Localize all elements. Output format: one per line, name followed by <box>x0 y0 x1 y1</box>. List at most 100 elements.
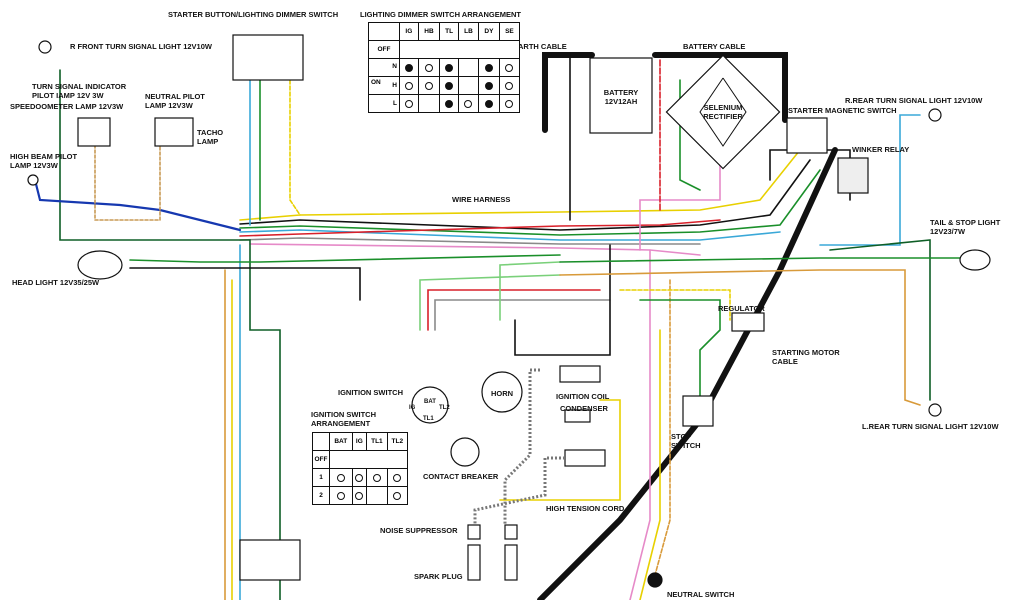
wire-headlight-green <box>129 254 561 263</box>
horn <box>481 371 523 413</box>
contact-dot <box>404 81 413 90</box>
wire-neutral-dashed <box>654 279 671 576</box>
contact-dot <box>484 63 493 72</box>
high-beam-lamp <box>27 174 39 186</box>
high-tension-cord <box>503 368 540 525</box>
turn-indicator-label: TURN SIGNAL INDICATOR PILOT IAMP 12V 3W <box>32 82 127 100</box>
battery-cable <box>652 52 788 123</box>
spark-plug-1 <box>467 544 481 581</box>
wire-stop-yellow <box>639 329 661 600</box>
contact-dot <box>445 99 454 108</box>
contact-dot <box>505 99 514 108</box>
ignition-coil-1 <box>559 365 601 383</box>
rectifier-diodes <box>699 77 747 147</box>
harness-wire-black <box>239 159 811 231</box>
ignition-switch-label: IGNITION SWITCH <box>338 388 403 397</box>
ignition-arrangement-table: BAT IG TL1 TL2 OFF 1 2 <box>312 432 409 505</box>
winker-relay-label: WINKER RELAY <box>852 145 910 154</box>
contact-dot <box>445 81 454 90</box>
dimmer-col-dy: DY <box>478 22 500 41</box>
spark-plug-label: SPARK PLUG <box>414 572 463 581</box>
earth-cable <box>542 52 595 133</box>
tail-stop-light <box>959 249 991 271</box>
dimmer-col-ig: IG <box>399 22 419 41</box>
neutral-switch-label: NEUTRAL SWITCH <box>667 590 735 599</box>
high-tension-cord-2 <box>473 456 565 525</box>
l-rear-turn-label: L.REAR TURN SIGNAL LIGHT 12V10W <box>862 422 999 431</box>
wire-coil-black <box>514 244 611 356</box>
lower-switch-box <box>239 539 301 581</box>
wire-front-dark-green <box>59 69 281 600</box>
ign-terminal-tl2: TL2 <box>439 405 450 411</box>
ignition-switch <box>411 386 449 424</box>
harness-wire-blue <box>239 229 781 241</box>
high-beam-label: HIGH BEAM PILOT LAMP 12V3W <box>10 152 78 170</box>
regulator <box>731 312 765 332</box>
dimmer-row-off: OFF <box>368 40 400 59</box>
selenium-rectifier <box>665 54 781 170</box>
wire-ign-gray <box>434 299 611 331</box>
harness-wire-red <box>239 219 721 237</box>
wire-rear-dark-green <box>829 239 931 401</box>
contact-dot <box>336 491 345 500</box>
ign-col-ig: IG <box>351 432 368 451</box>
contact-dot <box>505 63 514 72</box>
head-light-label: HEAD LIGHT 12V35/25W <box>12 278 100 287</box>
horn-label: HORN <box>491 389 514 398</box>
lighting-dimmer-arrangement-label: LIGHTING DIMMER SWITCH ARRANGEMENT <box>360 10 521 19</box>
contact-breaker-label: CONTACT BREAKER <box>423 472 499 481</box>
neutral-pilot-label: NEUTRAL PILOT LAMP 12V3W <box>145 92 205 110</box>
harness-wire-pink <box>249 243 701 256</box>
wire-rear-light-blue <box>819 114 921 246</box>
ign-row-1: 1 <box>312 468 330 487</box>
contact-dot <box>445 63 454 72</box>
tacho-label: TACHO LAMP <box>197 128 224 146</box>
noise-suppressor-label: NOISE SUPPRESSOR <box>380 526 458 535</box>
dimmer-col-lb: LB <box>457 22 480 41</box>
starter-magnetic-switch <box>786 117 828 154</box>
r-rear-turn-label: R.REAR TURN SIGNAL LIGHT 12V10W <box>845 96 983 105</box>
winker-relay <box>837 157 869 194</box>
wire-switch-yellow <box>289 49 301 216</box>
wire-tail-green <box>559 257 961 263</box>
contact-dot <box>404 63 413 72</box>
dimmer-col-se: SE <box>498 22 521 41</box>
ignition-arrangement-label: IGNITION SWITCH ARRANGEMENT <box>311 410 376 428</box>
contact-dot <box>355 473 364 482</box>
tail-stop-label: TAIL & STOP LIGHT 12V23/7W <box>930 218 1001 236</box>
dimmer-row-n-label: N <box>392 63 397 70</box>
ign-terminal-tl1: TL1 <box>423 416 434 422</box>
contact-dot <box>372 473 381 482</box>
r-rear-turn-lamp <box>928 108 942 122</box>
wire-horn-green <box>499 261 561 321</box>
harness-wire-gray <box>239 237 701 245</box>
battery <box>589 57 653 134</box>
dimmer-row-n: ON N <box>368 58 400 86</box>
wire-harness-label: WIRE HARNESS <box>452 195 511 204</box>
contact-dot <box>484 99 493 108</box>
ign-terminal-ig: IG <box>409 405 416 411</box>
starting-motor-label: STARTING MOTOR CABLE <box>772 348 840 366</box>
wire-ign-red <box>427 289 601 331</box>
wire-regulator-green <box>639 299 721 401</box>
starter-button-label: STARTER BUTTON/LIGHTING DIMMER SWITCH <box>168 10 339 19</box>
contact-dot <box>336 473 345 482</box>
contact-dot <box>505 81 514 90</box>
contact-breaker <box>450 437 480 467</box>
ign-terminal-bat: BAT <box>424 399 436 405</box>
dimmer-col-hb: HB <box>417 22 441 41</box>
contact-dot <box>404 99 413 108</box>
battery-label: BATTERY 12V12AH <box>603 88 639 106</box>
ign-col-bat: BAT <box>329 432 353 451</box>
dimmer-col-tl: TL <box>439 22 459 41</box>
contact-dot <box>484 81 493 90</box>
ign-row-2: 2 <box>312 486 330 505</box>
contact-dot <box>424 81 433 90</box>
battery-cable-label: BATTERY CABLE <box>683 42 746 51</box>
r-front-turn-lamp <box>38 40 52 54</box>
starter-switch-box <box>232 34 304 81</box>
earth-cable-label: EARTH CABLE <box>513 42 567 51</box>
dimmer-row-l: L <box>368 94 400 113</box>
harness-wire-green <box>239 169 821 236</box>
